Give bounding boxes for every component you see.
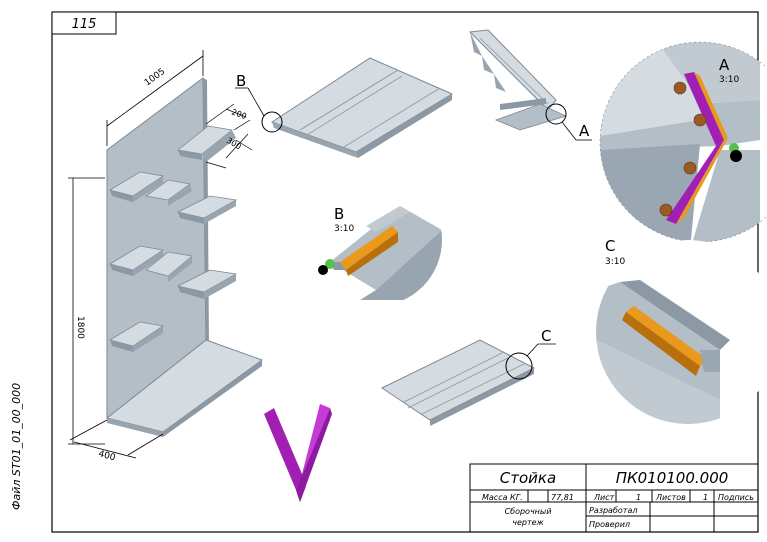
detail-a-title: A — [719, 56, 730, 74]
title-block-sheets-value: 1 — [703, 493, 708, 502]
callout-a-label: A — [579, 122, 590, 140]
title-block-code: ПК010100.000 — [616, 469, 729, 487]
title-block-drawing-type-2: чертеж — [512, 518, 544, 527]
title-block-sheet-label: Лист — [593, 493, 615, 502]
detail-b-scale: 3:10 — [334, 224, 354, 234]
sheet-border — [51, 11, 759, 533]
title-block-name: Стойка — [500, 469, 556, 487]
title-block-sheets-label: Листов — [655, 493, 686, 502]
rack-base-plate-edge — [163, 360, 262, 437]
title-block-developed-label: Разработал — [589, 506, 637, 515]
rack-shelf — [145, 251, 193, 282]
callout-c-label: C — [541, 327, 551, 345]
shelf-view-a — [468, 29, 592, 141]
rack-shelf — [108, 321, 165, 352]
shelf-view-c — [380, 339, 556, 426]
detail-b-strip — [340, 226, 398, 270]
rack-shelf — [108, 245, 165, 276]
title-block-sheet-value: 1 — [636, 493, 641, 502]
title-block-mass-label: Масса КГ. — [482, 493, 523, 502]
dimension-depth — [69, 419, 164, 459]
title-block-drawing-type-1: Сборочный — [505, 507, 552, 516]
rack-isometric-view: 1005 1800 400 200 300 — [68, 50, 264, 463]
rack-shelf — [176, 269, 238, 299]
detail-a-view — [600, 42, 767, 242]
detail-a-bolts — [659, 81, 707, 217]
dimension-depth-label: 400 — [97, 449, 116, 463]
detail-a-scale: 3:10 — [719, 75, 739, 85]
callout-a-circle — [545, 103, 567, 125]
rack-shelf — [145, 179, 192, 206]
detail-b-view — [310, 174, 442, 306]
callout-b-label: B — [236, 72, 246, 90]
callout-c-circle — [505, 352, 533, 380]
dimension-shelf-width-label: 200 — [230, 107, 247, 121]
dimension-width — [106, 50, 204, 146]
detail-b-title: B — [334, 205, 344, 223]
file-label: Файл ST01_01_00_000 — [10, 383, 23, 510]
dimension-shelf — [205, 103, 253, 169]
shelf-view-b — [235, 57, 454, 158]
detail-c-title: C — [605, 237, 615, 255]
detail-c-scale: 3:10 — [605, 257, 625, 267]
rack-shelf — [108, 171, 165, 202]
title-block — [469, 463, 759, 533]
v-bracket-part — [264, 404, 332, 502]
sheet-number-box: 115 — [51, 11, 117, 35]
rack-base-plate-front — [107, 418, 163, 437]
rack-shelf — [177, 125, 236, 162]
detail-c-strip — [626, 306, 708, 366]
title-block-checked-label: Проверил — [589, 520, 630, 529]
detail-a-bracket — [684, 72, 724, 146]
sheet-number: 115 — [72, 17, 97, 32]
title-block-mass-value: 77,81 — [551, 493, 574, 502]
dimension-height — [68, 177, 105, 445]
detail-c-view — [596, 240, 767, 424]
callout-b-circle — [261, 111, 283, 133]
dimension-height-label: 1800 — [75, 316, 85, 339]
title-block-signature-label: Подпись — [718, 493, 754, 502]
rack-shelf — [176, 195, 238, 224]
